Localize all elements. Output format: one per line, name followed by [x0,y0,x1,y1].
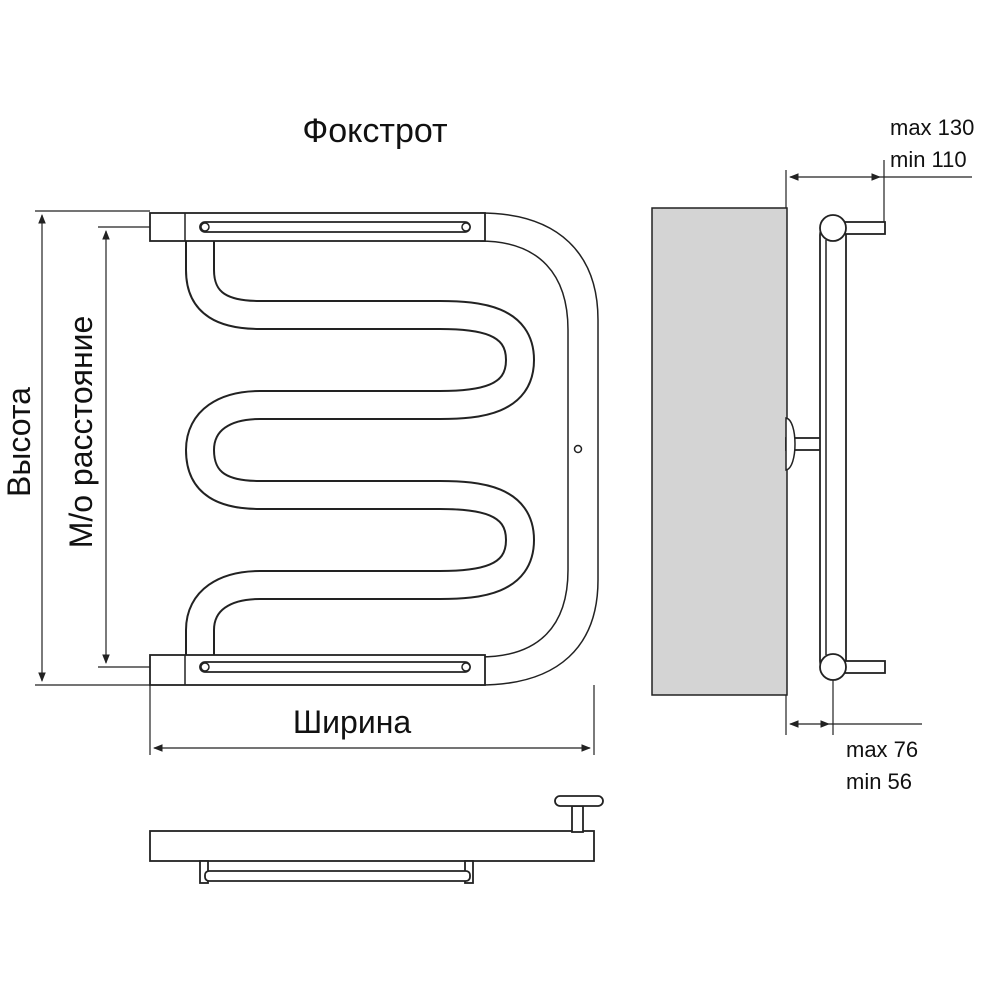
screw-hole [573,444,583,454]
bottom-offset-max: max 76 [846,737,918,762]
center-distance-label: М/о расстояние [63,316,99,549]
top-offset-min: min 110 [890,147,967,172]
height-label: Высота [1,387,37,497]
bottom-offset-dimension [785,680,922,735]
outer-bend [479,212,599,686]
top-offset-dimension [785,160,972,222]
top-offset-max: max 130 [890,115,974,140]
serpentine-pipe [185,230,535,670]
wall-mount-flange [785,417,796,471]
width-label: Ширина [293,704,412,740]
height-dimension [35,210,150,686]
top-view-flange [554,795,604,807]
bottom-offset-min: min 56 [846,769,912,794]
side-view: max 130 min 110 max 76 min 56 [651,115,974,794]
bottom-bar [149,654,486,686]
top-view [149,795,604,884]
center-distance-dimension [98,226,150,668]
diagram-title: Фокстрот [302,112,447,150]
front-view: Высота М/о расстояние Ширина [1,210,599,755]
top-bar [149,212,486,242]
wall [651,207,788,696]
width-dimension [149,685,595,755]
